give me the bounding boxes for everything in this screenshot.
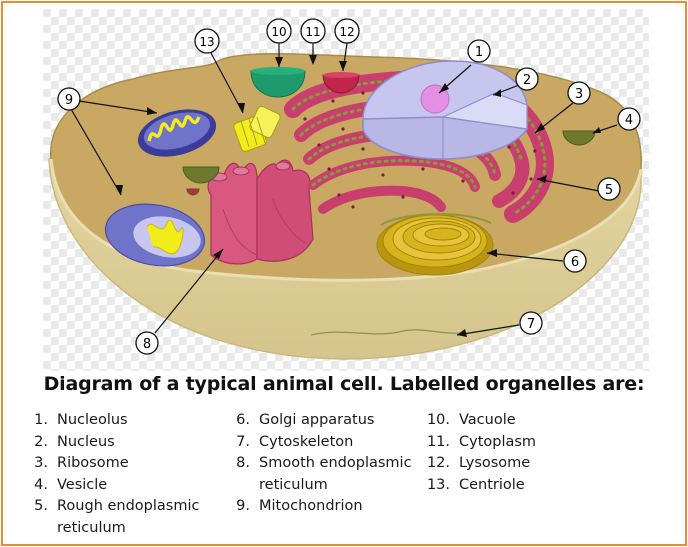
- callout-2-label: 2: [523, 73, 531, 88]
- legend-number: 9.: [236, 498, 250, 514]
- callout-11-label: 11: [305, 25, 320, 39]
- legend-number: 5.: [34, 498, 48, 514]
- legend-number: 6.: [236, 412, 250, 428]
- legend-label: Cytoplasm: [459, 433, 537, 450]
- legend-label: Mitochondrion: [259, 498, 363, 514]
- mitochondrion-upper: [137, 109, 217, 157]
- legend-item-6: 6. Golgi apparatus: [221, 410, 412, 432]
- callout-11: 11: [300, 18, 326, 44]
- mitochondrion-lower: [104, 203, 206, 267]
- vacuole-shape: [250, 70, 306, 98]
- legend-number: 8.: [236, 455, 250, 471]
- legend-item-2: 2. Nucleus: [19, 432, 199, 454]
- centriole-shape: [233, 105, 281, 152]
- legend-label: Ribosome: [57, 455, 129, 471]
- legend-label: Vesicle: [57, 476, 108, 493]
- vesicle-shapes: [182, 130, 596, 196]
- arrowheads: [115, 55, 601, 337]
- callout-9: 9: [57, 87, 81, 111]
- callout-4-label: 4: [625, 113, 633, 128]
- legend-label: Golgi apparatus: [259, 412, 375, 428]
- legend-label: Cytoskeleton: [259, 433, 354, 450]
- legend-number: 10.: [426, 412, 450, 428]
- cytoskeleton-shape: [310, 329, 464, 336]
- callout-6: 6: [563, 249, 587, 273]
- legend-label: Smooth endoplasmic: [259, 455, 412, 471]
- legend-number: 2.: [34, 433, 48, 450]
- legend-column-2: 6. Golgi apparatus 7. Cytoskeleton 8. Sm…: [221, 410, 412, 518]
- legend-number: 12.: [426, 455, 450, 471]
- legend-column-1: 1. Nucleolus 2. Nucleus 3. Ribosome 4. V…: [19, 410, 199, 539]
- callout-1-label: 1: [475, 45, 483, 60]
- legend-number: 7.: [236, 433, 250, 450]
- nucleolus-shape: [420, 84, 450, 114]
- callout-5-label: 5: [605, 183, 613, 198]
- callout-3: 3: [567, 81, 591, 105]
- callout-7-label: 7: [527, 317, 535, 332]
- legend-label: Vacuole: [459, 412, 516, 428]
- callout-3-label: 3: [575, 87, 583, 102]
- callout-8-label: 8: [143, 337, 151, 352]
- callout-9-label: 9: [65, 93, 73, 108]
- animal-cell-diagram: 1 2 3 4 5 6 7 8: [43, 9, 649, 371]
- legend-item-4: 4. Vesicle: [19, 475, 199, 497]
- legend-label: Nucleus: [57, 433, 115, 450]
- nucleus-shape: [362, 60, 529, 160]
- diagram-caption: Diagram of a typical animal cell. Labell…: [43, 373, 645, 395]
- legend-number: 3.: [34, 455, 48, 471]
- callout-6-label: 6: [571, 255, 579, 270]
- legend-item-11: 11. Cytoplasm: [421, 432, 536, 454]
- legend-item-10: 10. Vacuole: [421, 410, 536, 432]
- callout-8: 8: [135, 331, 159, 355]
- callout-10: 10: [266, 18, 292, 44]
- callout-5: 5: [597, 177, 621, 201]
- legend-item-12: 12. Lysosome: [421, 453, 536, 475]
- callout-7: 7: [519, 311, 543, 335]
- callout-2: 2: [515, 67, 539, 91]
- callout-12: 12: [334, 18, 360, 44]
- legend-item-7: 7. Cytoskeleton: [221, 432, 412, 454]
- legend-item-13: 13. Centriole: [421, 475, 536, 497]
- callout-10-label: 10: [271, 25, 286, 39]
- legend-number: 13.: [426, 476, 450, 493]
- golgi-shape: [376, 213, 494, 276]
- callout-13-label: 13: [199, 35, 214, 49]
- smooth-er-shape: [207, 159, 314, 265]
- legend-label: Rough endoplasmic: [57, 498, 200, 514]
- legend-column-3: 10. Vacuole 11. Cytoplasm 12. Lysosome 1…: [421, 410, 536, 496]
- legend-item-1: 1. Nucleolus: [19, 410, 199, 432]
- legend-item-5: 5. Rough endoplasmic: [19, 496, 199, 518]
- legend-item-8: 8. Smooth endoplasmic: [221, 453, 412, 475]
- legend-number: 11.: [426, 433, 450, 450]
- legend-label: Nucleolus: [57, 412, 128, 428]
- callout-12-label: 12: [339, 25, 354, 39]
- callout-4: 4: [617, 107, 641, 131]
- callout-13: 13: [194, 28, 220, 54]
- legend-item-9: 9. Mitochondrion: [221, 496, 412, 518]
- legend-label: Lysosome: [459, 455, 531, 471]
- legend-item-3: 3. Ribosome: [19, 453, 199, 475]
- legend-label-continuation: reticulum: [259, 476, 328, 493]
- legend-number: 4.: [34, 476, 48, 493]
- legend-label: Centriole: [459, 476, 525, 493]
- legend-number: 1.: [34, 412, 48, 428]
- legend-label-continuation: reticulum: [57, 519, 126, 536]
- callout-1: 1: [467, 39, 491, 63]
- lysosome-shape: [322, 74, 360, 94]
